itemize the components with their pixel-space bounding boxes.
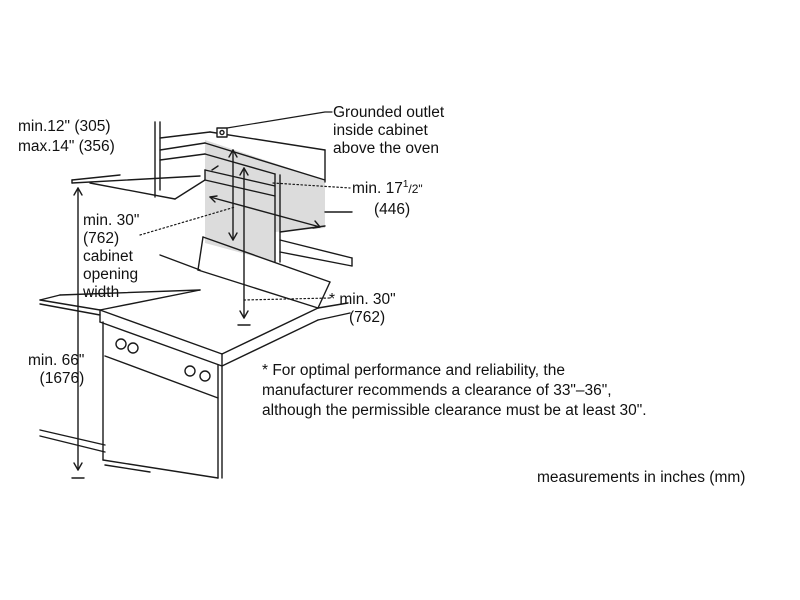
- outlet-label: Grounded outlet inside cabinet above the…: [333, 104, 444, 158]
- depth-label: min. 171/2" (446): [352, 176, 423, 219]
- outlet-line1: Grounded outlet: [333, 104, 445, 121]
- side-gap-min: min.12" (305): [18, 118, 111, 135]
- lower-counter-right: [317, 302, 351, 321]
- knob-icon: [127, 342, 139, 354]
- side-gap-max: max.14" (356): [18, 138, 115, 155]
- lower-counter-left: [39, 254, 201, 473]
- note-line1: * For optimal performance and reliabilit…: [262, 362, 565, 379]
- knob-icon: [184, 365, 196, 377]
- opening-width-label: min. 30" (762) cabinet opening width: [83, 212, 139, 302]
- outlet-line2: inside cabinet: [333, 122, 428, 139]
- depth-imperial: min. 171/2": [352, 179, 423, 197]
- outlet-line3: above the oven: [333, 140, 440, 157]
- clearance-metric: (762): [349, 309, 386, 326]
- upper-cabinet: [71, 121, 353, 267]
- units-note: measurements in inches (mm): [537, 469, 746, 486]
- opening-line5: width: [83, 284, 120, 301]
- opening-line1: min. 30": [83, 212, 140, 229]
- outlet-leader: [226, 111, 333, 129]
- dimension-lines: [71, 149, 321, 479]
- leader-lines: [139, 182, 351, 301]
- outlet-icon: [216, 127, 228, 138]
- clearance-imperial: * min. 30": [329, 291, 396, 308]
- clearance-note: * For optimal performance and reliabilit…: [262, 361, 647, 421]
- note-line3: although the permissible clearance must …: [262, 402, 647, 419]
- height-label: min. 66" (1676): [28, 352, 84, 388]
- knob-icon: [115, 338, 127, 350]
- clearance-label: * min. 30" (762): [329, 291, 396, 327]
- side-gap-label: min.12" (305) max.14" (356): [18, 118, 115, 156]
- opening-line2: (762): [83, 230, 120, 247]
- note-line2: manufacturer recommends a clearance of 3…: [262, 382, 612, 399]
- knob-icon: [199, 370, 211, 382]
- height-metric: (1676): [39, 370, 85, 387]
- height-imperial: min. 66": [28, 352, 85, 369]
- range-stove: [99, 236, 331, 479]
- depth-metric: (446): [374, 201, 411, 218]
- opening-line3: cabinet: [83, 248, 133, 265]
- opening-line4: opening: [83, 266, 139, 283]
